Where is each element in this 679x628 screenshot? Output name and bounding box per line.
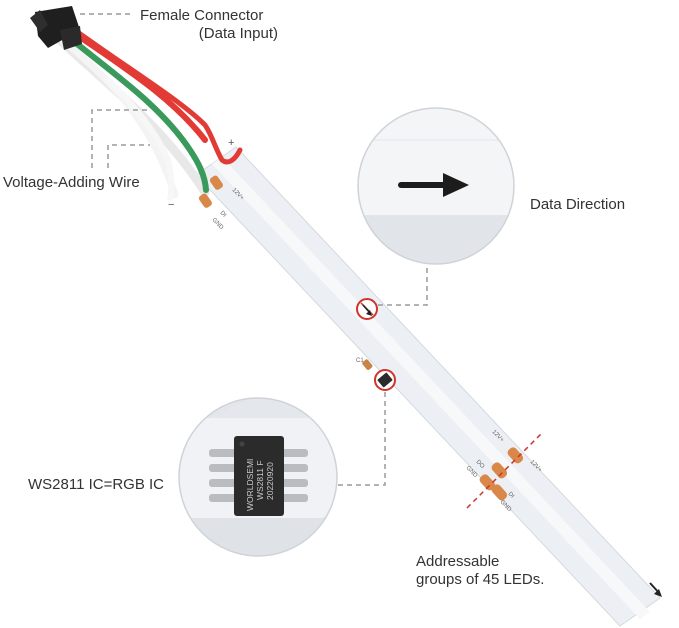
groups-label-line2: groups of 45 LEDs. xyxy=(416,571,545,588)
wire-bundle xyxy=(54,25,243,201)
ic-marker xyxy=(374,369,396,391)
ic-label: WS2811 IC=RGB IC xyxy=(28,476,165,493)
chip-text-1: WORLDSEMI xyxy=(245,459,255,511)
pad-label-c1: C1 xyxy=(356,358,364,364)
capacitor-c1: C1 xyxy=(356,358,373,370)
leader-voltage-a xyxy=(91,109,150,168)
voltage-wire-white xyxy=(105,77,175,201)
minus-mark: − xyxy=(168,199,174,211)
pad-label-gnd: GND xyxy=(211,217,225,231)
direction-arrow-icon xyxy=(398,173,469,197)
data-direction-label: Data Direction xyxy=(530,196,626,213)
pad-label-do: DO xyxy=(475,459,486,470)
groups-label-line1: Addressable xyxy=(416,553,500,570)
plus-mark: + xyxy=(228,137,234,149)
pad-label-di: DI xyxy=(219,210,228,219)
zoom-data-direction xyxy=(357,107,515,265)
leader-ic xyxy=(337,392,386,486)
voltage-wire-label: Voltage-Adding Wire xyxy=(3,174,140,191)
leader-voltage-b xyxy=(107,144,150,168)
data-wire-green xyxy=(63,32,209,193)
female-connector-label: Female Connector xyxy=(140,7,264,24)
direction-marker xyxy=(356,298,378,320)
female-connector xyxy=(30,6,82,50)
end-direction-arrow xyxy=(649,582,662,597)
chip-text-3: 20220920 xyxy=(265,462,275,500)
leader-direction xyxy=(378,262,428,306)
leader-lines xyxy=(80,13,428,486)
pad-label-di-b: DI xyxy=(507,491,516,500)
data-input-label: (Data Input) xyxy=(198,25,278,42)
zoom-ic: WORLDSEMI WS2811 F 20220920 xyxy=(178,397,338,557)
chip-text-2: WS2811 F xyxy=(255,460,265,500)
ic-chip: WORLDSEMI WS2811 F 20220920 xyxy=(209,436,308,516)
voltage-wire-red xyxy=(69,25,243,165)
